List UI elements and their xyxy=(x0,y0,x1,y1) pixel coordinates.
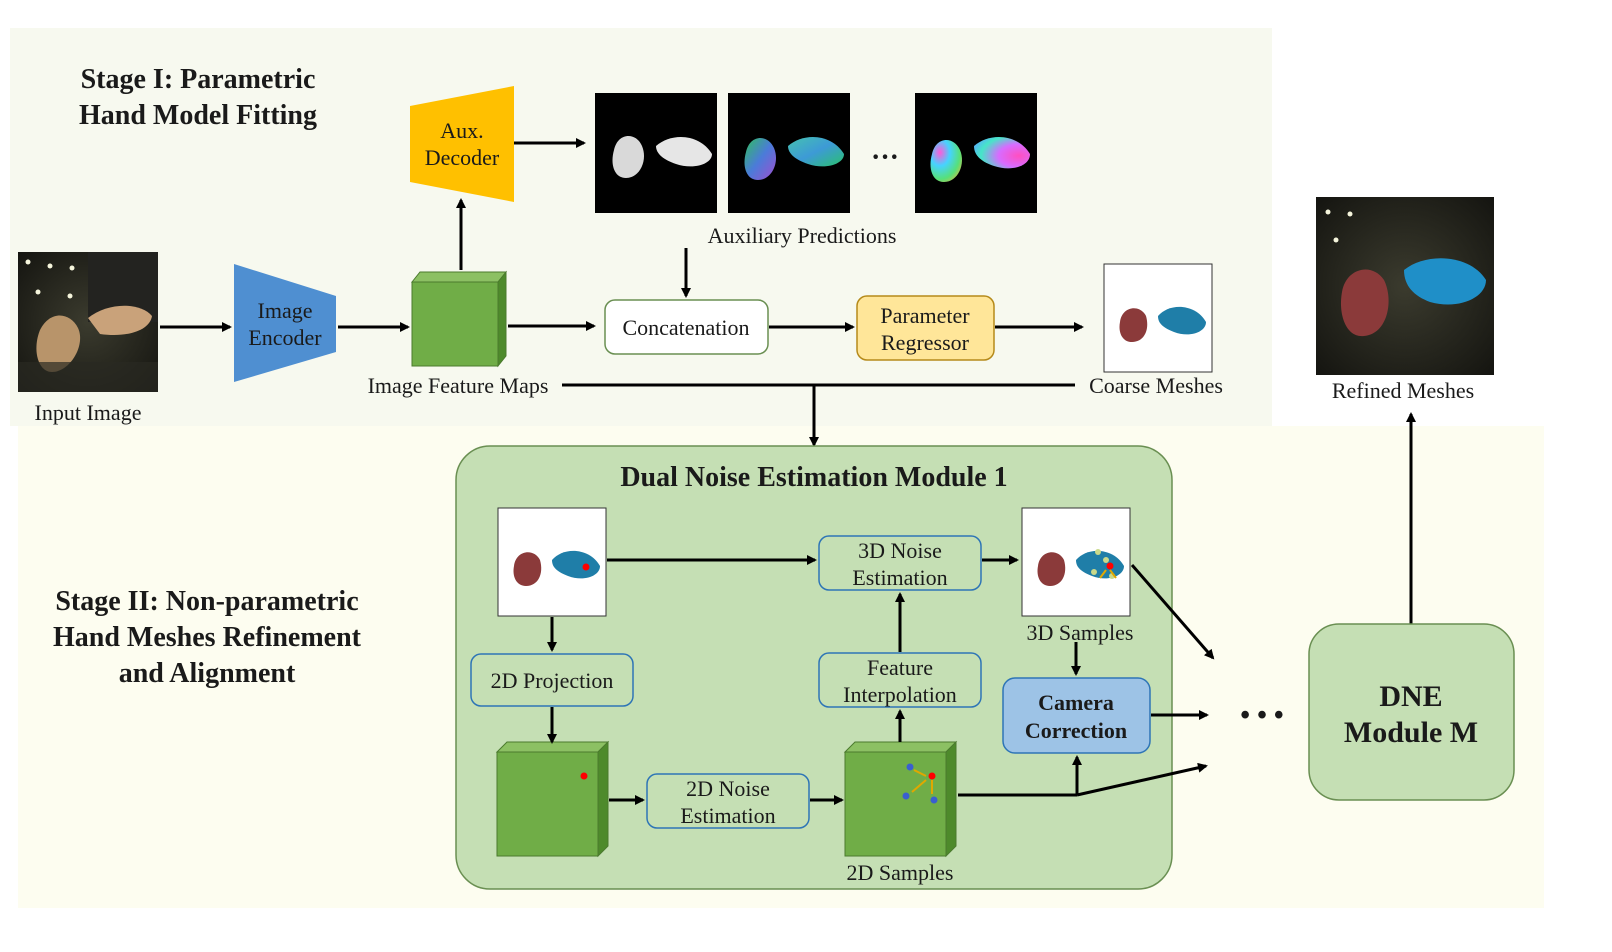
input-image-label: Input Image xyxy=(35,400,142,425)
noise3d-label-2: Estimation xyxy=(852,565,947,590)
input-image xyxy=(18,252,158,392)
projection2d-label: 2D Projection xyxy=(491,668,614,693)
samples2d-label: 2D Samples xyxy=(847,860,954,885)
noise3d-node xyxy=(818,535,982,591)
stage1-title-line2: Hand Model Fitting xyxy=(79,100,317,131)
coarse-meshes-image xyxy=(1103,263,1213,373)
coarse-meshes-label: Coarse Meshes xyxy=(1089,373,1223,398)
dne-module-m-label-1: DNE xyxy=(1379,680,1442,713)
concatenation-node xyxy=(604,299,769,355)
aux-predictions-ellipsis: ··· xyxy=(871,142,899,173)
noise2d-label-1: 2D Noise xyxy=(686,776,770,801)
image-feature-maps-label: Image Feature Maps xyxy=(368,373,549,398)
parameter-regressor-label-2: Regressor xyxy=(881,330,970,355)
aux-decoder xyxy=(410,86,514,202)
arrow-samples3d-out xyxy=(1130,564,1215,660)
dne-module-m xyxy=(1308,623,1515,801)
feature-interpolation-node xyxy=(818,652,982,708)
camera-correction-node xyxy=(1002,677,1151,754)
stage1-title-line1: Stage I: Parametric xyxy=(81,64,316,95)
noise2d-node xyxy=(646,773,810,829)
aux-predictions-label: Auxiliary Predictions xyxy=(708,223,897,248)
aux-prediction-normals xyxy=(728,93,850,213)
samples2d-cube xyxy=(843,740,958,858)
feature-interpolation-label-2: Interpolation xyxy=(843,682,957,707)
samples3d-label: 3D Samples xyxy=(1027,620,1134,645)
aux-prediction-depth xyxy=(595,93,717,213)
aux-prediction-correspondence xyxy=(915,93,1037,213)
aux-decoder-label-1: Aux. xyxy=(440,118,483,143)
projection2d-node xyxy=(470,653,634,707)
stage2-title-line3: and Alignment xyxy=(119,658,296,689)
image-encoder-label-2: Encoder xyxy=(248,325,322,350)
image-feature-maps-cube xyxy=(410,270,508,368)
image-encoder-label-1: Image xyxy=(258,298,313,323)
camera-correction-label-1: Camera xyxy=(1038,690,1114,715)
noise3d-label-1: 3D Noise xyxy=(858,538,942,563)
parameter-regressor-label-1: Parameter xyxy=(880,303,970,328)
samples3d-image xyxy=(1021,507,1131,617)
feature-interpolation-label-1: Feature xyxy=(867,655,933,680)
dne-module-1-title: Dual Noise Estimation Module 1 xyxy=(620,462,1007,493)
aux-decoder-label-2: Decoder xyxy=(425,145,500,170)
concatenation-label: Concatenation xyxy=(622,315,749,340)
module-mesh-input xyxy=(497,507,607,617)
refined-meshes-label: Refined Meshes xyxy=(1332,378,1474,403)
dne-module-m-label-2: Module M xyxy=(1344,716,1478,749)
image-encoder xyxy=(234,264,336,382)
module-feature-cube xyxy=(495,740,610,858)
refined-meshes-image xyxy=(1316,197,1494,375)
dne-module-1 xyxy=(455,445,1173,890)
arrow-samples2d-out xyxy=(1076,762,1208,797)
stage2-title-line2: Hand Meshes Refinement xyxy=(53,622,362,653)
stage2-title-line1: Stage II: Non-parametric xyxy=(55,586,358,617)
modules-ellipsis: • • • xyxy=(1240,700,1283,731)
noise2d-label-2: Estimation xyxy=(680,803,775,828)
parameter-regressor-node xyxy=(856,295,995,361)
camera-correction-label-2: Correction xyxy=(1025,718,1127,743)
